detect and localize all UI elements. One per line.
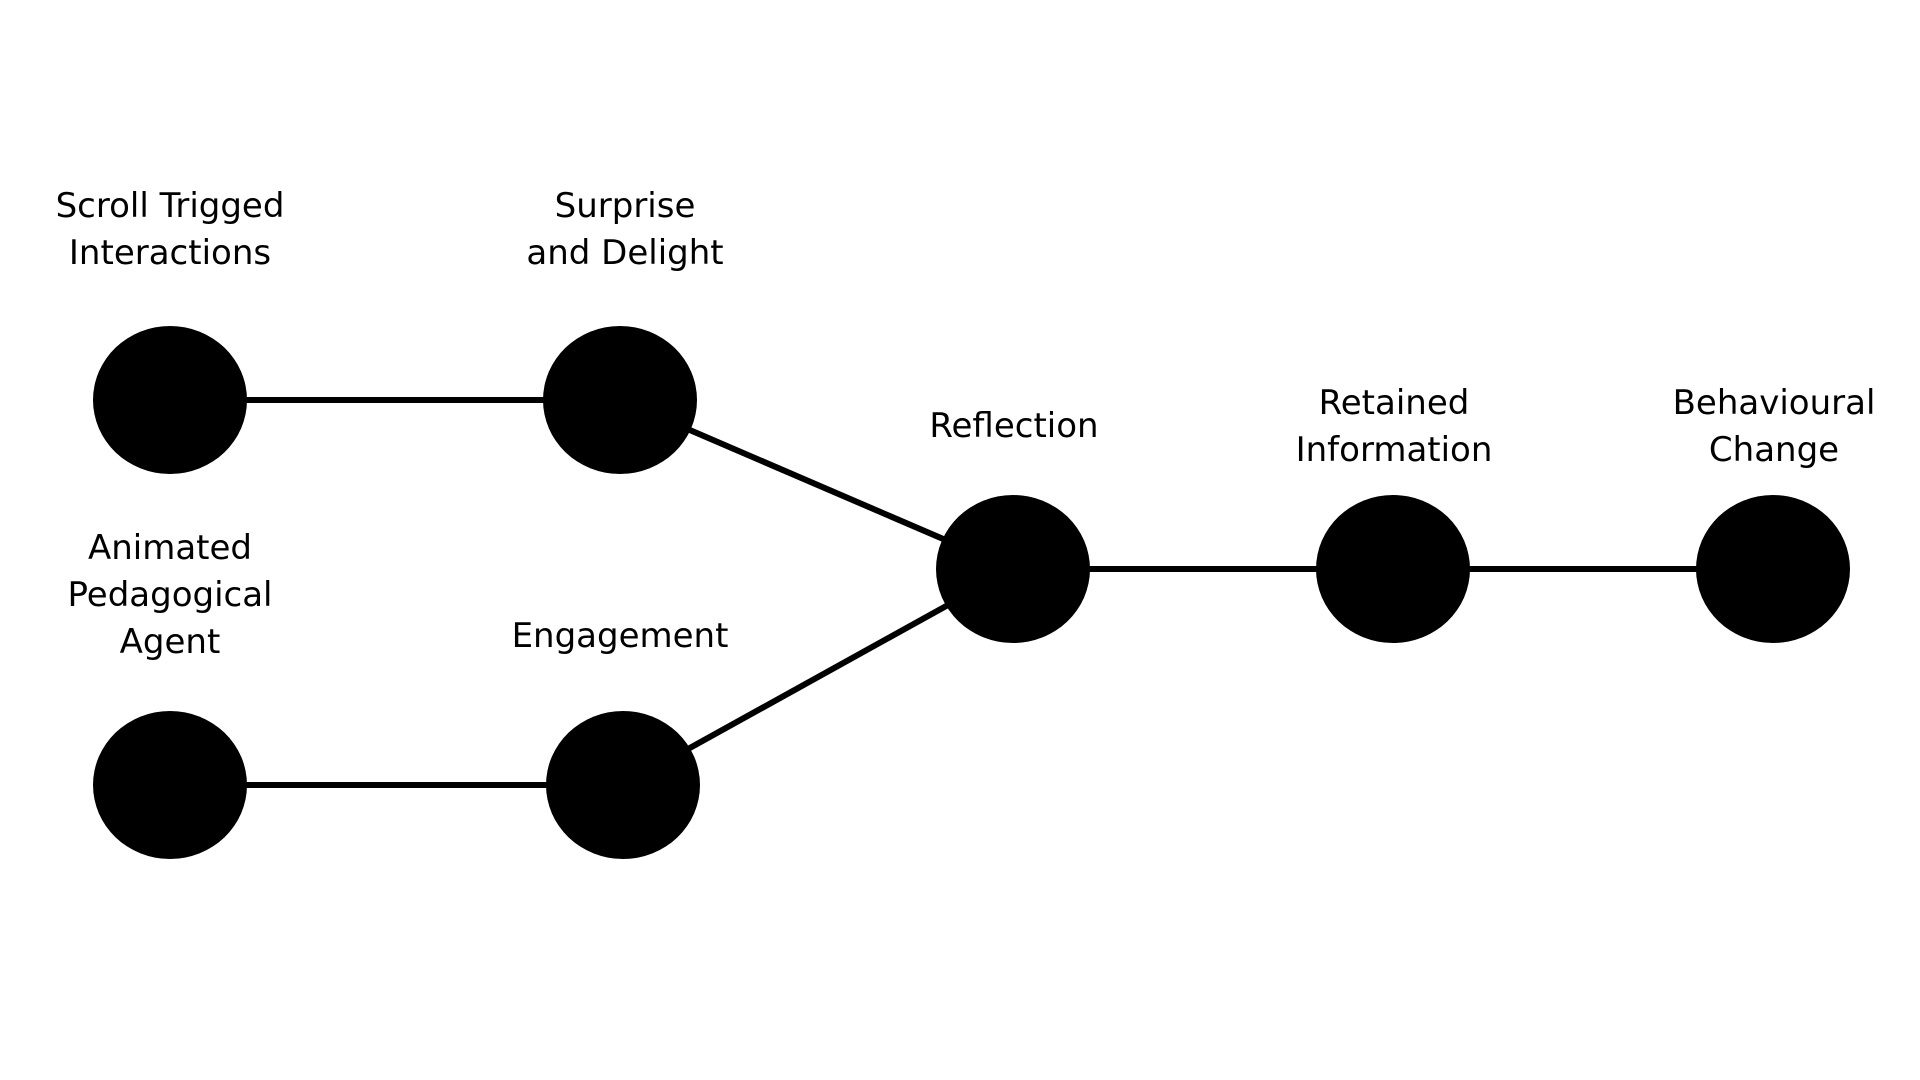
label-line: Interactions	[68, 233, 272, 273]
label-behavioural-change: Behavioural Change	[1604, 380, 1920, 474]
label-engagement: Engagement	[450, 613, 790, 660]
node-scroll	[93, 326, 247, 474]
label-surprise-and-delight: Surprise and Delight	[455, 183, 795, 277]
label-line: Reflection	[929, 406, 1099, 446]
node-engagement	[546, 711, 700, 859]
node-behavioural	[1696, 495, 1850, 643]
node-surprise	[543, 326, 697, 474]
label-scroll-trigged-interactions: Scroll Trigged Interactions	[0, 183, 340, 277]
label-line: Agent	[119, 622, 221, 662]
label-animated-pedagogical-agent: Animated Pedagogical Agent	[0, 525, 340, 666]
label-line: Pedagogical	[67, 575, 273, 615]
nodes	[93, 326, 1850, 859]
label-line: Change	[1708, 430, 1840, 470]
node-animated	[93, 711, 247, 859]
label-line: Surprise	[554, 186, 696, 226]
label-line: Retained	[1318, 383, 1470, 423]
label-reflection: Reflection	[844, 403, 1184, 450]
label-line: Animated	[87, 528, 253, 568]
label-retained-information: Retained Information	[1224, 380, 1564, 474]
label-line: and Delight	[526, 233, 724, 273]
label-line: Scroll Trigged	[55, 186, 285, 226]
node-retained	[1316, 495, 1470, 643]
label-line: Engagement	[511, 616, 729, 656]
label-line: Information	[1295, 430, 1493, 470]
label-line: Behavioural	[1672, 383, 1876, 423]
node-reflection	[936, 495, 1090, 643]
